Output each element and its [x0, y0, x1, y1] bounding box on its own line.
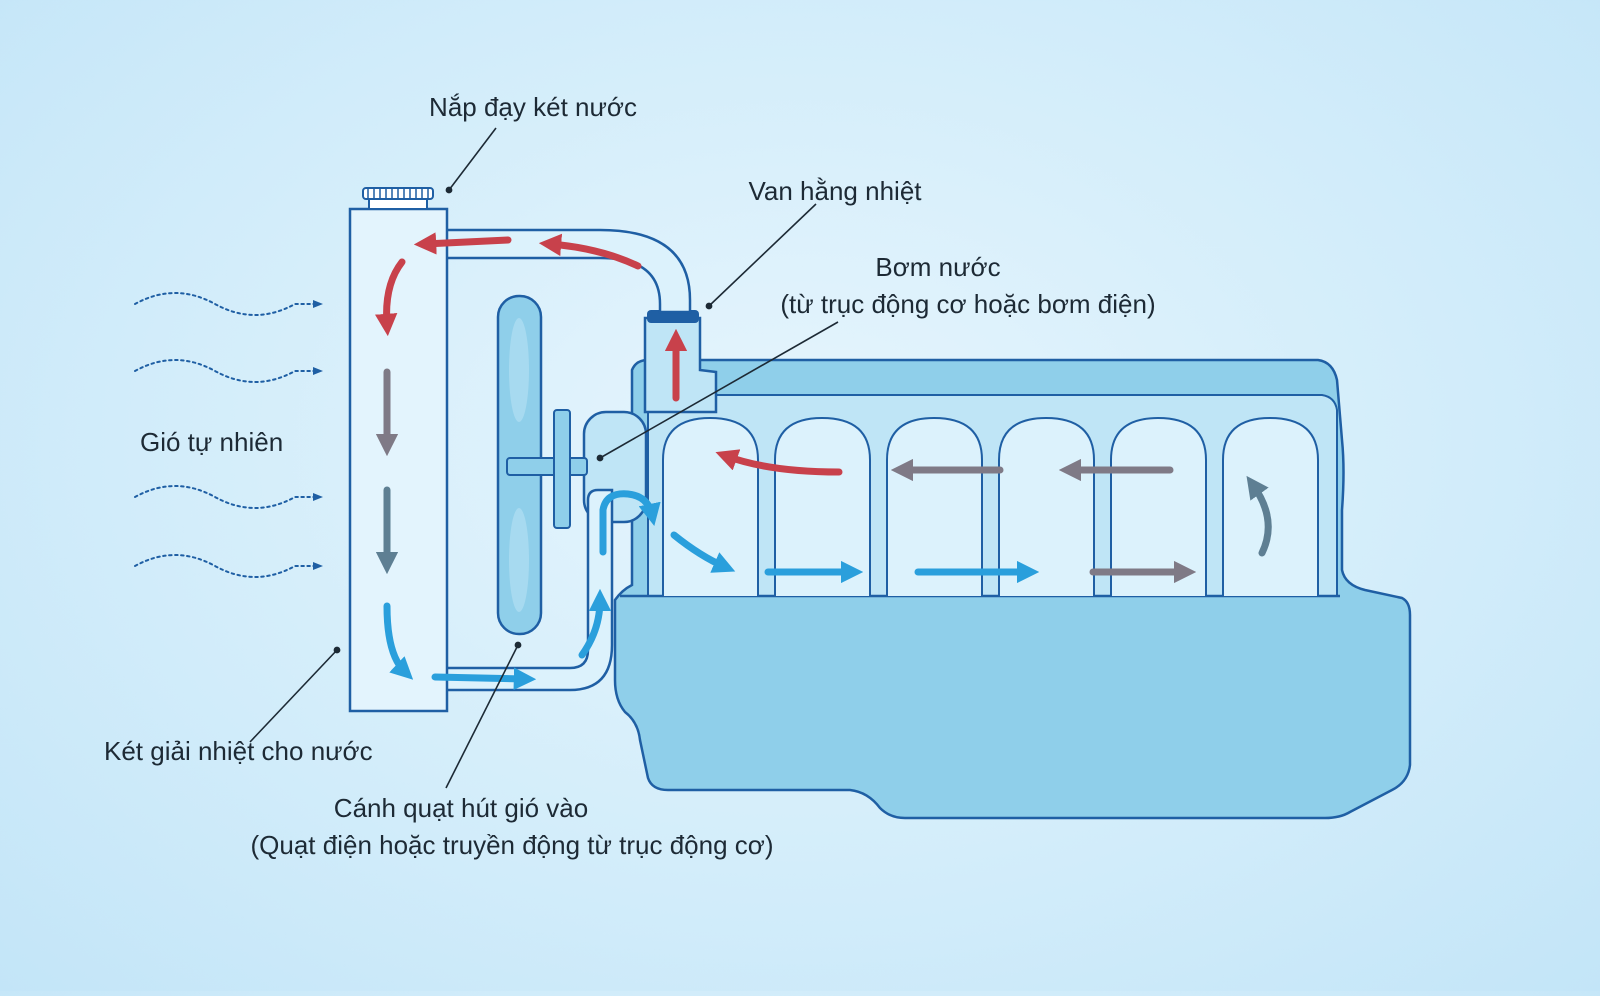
flow-arrow-icon — [599, 490, 661, 556]
label-fan-detail: (Quạt điện hoặc truyền động từ trục động… — [250, 830, 774, 860]
cylinder-2 — [774, 416, 871, 596]
thermostat-housing — [643, 310, 718, 414]
cylinder-6 — [1222, 416, 1319, 596]
wind-wave-icon — [134, 485, 323, 509]
flow-arrow-icon — [670, 531, 736, 573]
label-natural-wind: Gió tự nhiên — [140, 427, 284, 457]
flow-arrow-icon — [383, 602, 414, 680]
flow-arrow-icon — [413, 232, 512, 255]
fan-shaft — [506, 457, 588, 476]
cylinder-5 — [1110, 416, 1207, 596]
wind-wave-icon — [134, 359, 323, 383]
leader-lines — [249, 127, 839, 789]
radiator-cap-icon — [362, 187, 434, 210]
engine-block — [613, 358, 1412, 820]
label-radiator: Két giải nhiệt cho nước — [104, 736, 373, 766]
flow-arrow-icon — [578, 588, 612, 659]
fan-pulley — [553, 409, 571, 529]
flow-arrow-icon — [431, 667, 537, 690]
radiator-core — [348, 207, 449, 713]
flow-arrow-icon — [374, 258, 406, 337]
lower-hose — [445, 488, 614, 692]
flow-arrow-icon — [538, 233, 642, 270]
natural-wind — [134, 292, 323, 578]
radiator — [348, 187, 449, 713]
label-water-pump-detail: (từ trục động cơ hoặc bơm điện) — [780, 289, 1156, 319]
wind-wave-icon — [134, 292, 323, 316]
cooling-fan — [496, 294, 588, 636]
label-radiator-cap: Nắp đạy két nước — [429, 92, 637, 122]
coolant-flow-arrows — [374, 232, 1272, 690]
cylinders — [662, 416, 1319, 596]
flow-arrow-icon — [715, 449, 843, 476]
label-thermostat: Van hằng nhiệt — [748, 176, 922, 206]
flow-arrow-icon — [1246, 475, 1272, 557]
label-fan: Cánh quạt hút gió vào — [333, 793, 589, 823]
label-water-pump: Bơm nước — [875, 252, 1001, 282]
cylinder-1 — [662, 416, 759, 596]
wind-wave-icon — [134, 554, 323, 578]
